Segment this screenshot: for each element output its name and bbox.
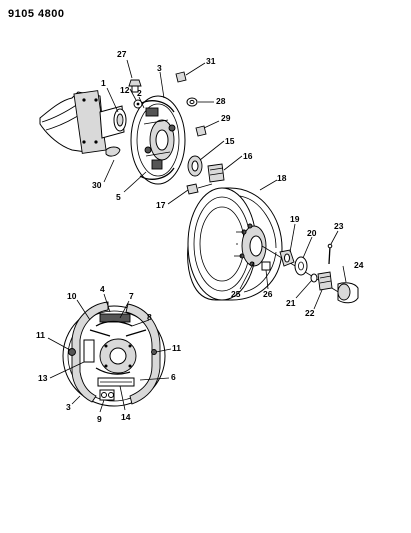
hardware-upper bbox=[105, 71, 225, 195]
callout-23: 23 bbox=[334, 221, 344, 231]
callout-11b: 11 bbox=[172, 343, 181, 353]
hub-hardware bbox=[261, 243, 359, 304]
callout-1: 1 bbox=[101, 78, 106, 88]
callout-20: 20 bbox=[307, 228, 317, 238]
callout-14: 14 bbox=[121, 412, 131, 422]
callout-15: 15 bbox=[225, 136, 235, 146]
callout-28: 28 bbox=[216, 96, 226, 106]
callout-27: 27 bbox=[117, 49, 127, 59]
callout-18: 18 bbox=[277, 173, 287, 183]
leader-lines-lower bbox=[47, 293, 172, 413]
callout-17: 17 bbox=[156, 200, 166, 210]
callout-29: 29 bbox=[221, 113, 231, 123]
callout-22: 22 bbox=[305, 308, 315, 318]
axle-housing bbox=[39, 90, 127, 154]
callout-10: 10 bbox=[67, 291, 77, 301]
diagram-code: 9105 4800 bbox=[8, 8, 65, 20]
brake-drum bbox=[187, 187, 283, 301]
callout-6: 6 bbox=[171, 372, 176, 382]
callout-3: 3 bbox=[157, 63, 162, 73]
callout-24: 24 bbox=[354, 260, 364, 270]
callout-5: 5 bbox=[116, 192, 121, 202]
callout-8: 8 bbox=[147, 312, 152, 322]
backing-plate-upper bbox=[130, 95, 186, 185]
callout-9: 9 bbox=[97, 414, 102, 424]
leader-lines-upper bbox=[103, 59, 347, 310]
callout-3b: 3 bbox=[66, 402, 71, 412]
callout-13: 13 bbox=[38, 373, 48, 383]
callout-19: 19 bbox=[290, 214, 300, 224]
callout-26: 26 bbox=[263, 289, 273, 299]
callout-30: 30 bbox=[92, 180, 102, 190]
callout-7: 7 bbox=[129, 291, 134, 301]
callout-25: 25 bbox=[231, 289, 241, 299]
callout-labels: 1 12 2 27 3 31 28 29 15 16 18 30 5 17 19… bbox=[36, 49, 364, 424]
callout-4: 4 bbox=[100, 284, 105, 294]
callout-11a: 11 bbox=[36, 330, 45, 340]
callout-31: 31 bbox=[206, 56, 216, 66]
callout-16: 16 bbox=[243, 151, 253, 161]
callout-12: 12 bbox=[120, 85, 130, 95]
callout-2: 2 bbox=[137, 88, 142, 98]
callout-21: 21 bbox=[286, 298, 296, 308]
